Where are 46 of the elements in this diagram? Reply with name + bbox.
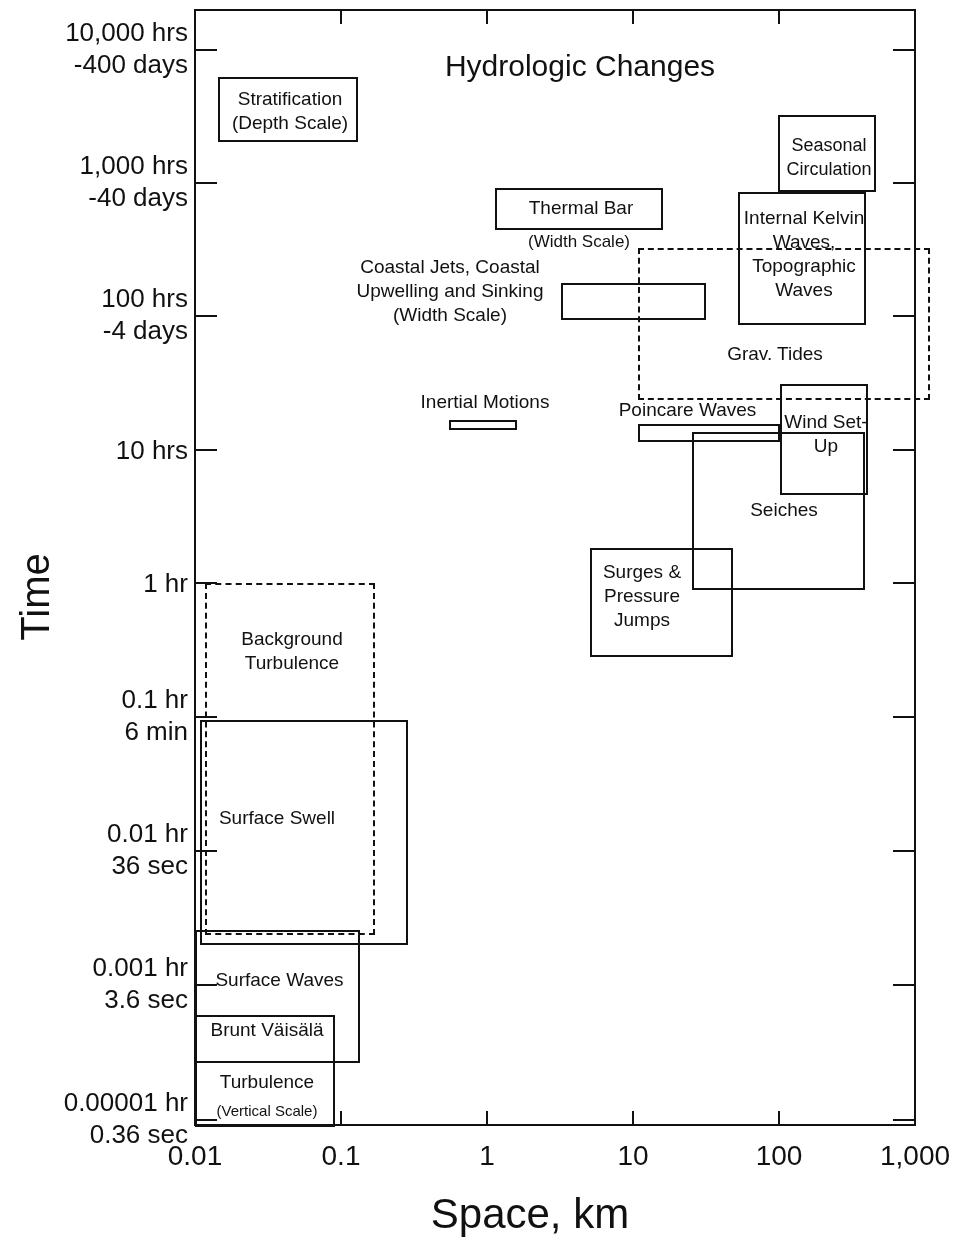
axis-tick-label: 100 hrs -4 days xyxy=(100,282,188,346)
box-label: Internal Kelvin Waves, Topographic Waves xyxy=(742,206,866,302)
scale-box xyxy=(590,548,733,657)
box-label: Surface Swell xyxy=(217,806,337,830)
box-caption: Coastal Jets, Coastal Upwelling and Sinking (Width Scale) xyxy=(355,255,545,327)
box-label: Grav. Tides xyxy=(726,342,824,366)
box-caption: Inertial Motions xyxy=(419,390,551,414)
axis-tick-label: 10 xyxy=(616,1140,650,1172)
box-caption: (Width Scale) xyxy=(527,231,631,253)
box-label: Background Turbulence xyxy=(240,627,344,675)
scale-box xyxy=(692,432,865,590)
box-label: Stratification (Depth Scale) xyxy=(230,87,350,135)
box-label: Surface Waves xyxy=(214,968,345,992)
axis-title: Time xyxy=(13,552,57,643)
axis-tick-label: 0.01 hr 36 sec xyxy=(106,817,188,881)
scale-box xyxy=(218,77,358,142)
axis-tick-label: 1 xyxy=(478,1140,496,1172)
box-label: Surges & Pressure Jumps xyxy=(601,560,683,632)
axis-tick-label: 1,000 xyxy=(878,1140,952,1172)
scale-box xyxy=(200,720,408,945)
scale-box xyxy=(738,192,866,325)
scale-box xyxy=(195,1015,335,1127)
axis-tick-label: 0.1 hr 6 min xyxy=(120,683,188,747)
scale-box xyxy=(780,384,868,495)
axis-title: Space, km xyxy=(429,1190,631,1238)
box-label: Seasonal Circulation xyxy=(785,134,873,181)
axis-tick-label: 10 hrs xyxy=(114,434,188,466)
scale-box xyxy=(195,930,360,1063)
box-label: Brunt Väisälä Turbulence xyxy=(209,1018,325,1094)
scale-box xyxy=(495,188,663,230)
axis-tick-label: 0.1 xyxy=(320,1140,362,1172)
axis-tick-label: 0.001 hr 3.6 sec xyxy=(91,951,188,1015)
axis-tick-label: 100 xyxy=(754,1140,804,1172)
dashed-scale-box xyxy=(205,583,375,935)
chart-title: Hydrologic Changes xyxy=(443,48,717,84)
axis-tick-label: 1,000 hrs -40 days xyxy=(78,149,188,213)
box-label: Seiches xyxy=(749,498,819,522)
scale-box xyxy=(638,424,780,442)
axis-tick-label: 10,000 hrs -400 days xyxy=(64,16,188,80)
box-caption: Poincare Waves xyxy=(617,398,758,422)
scale-box xyxy=(561,283,706,320)
box-label: (Vertical Scale) xyxy=(215,1101,319,1121)
box-label: Wind Set-Up xyxy=(783,410,869,458)
box-label: Thermal Bar xyxy=(527,196,635,220)
scale-box xyxy=(778,115,876,192)
scale-box xyxy=(449,420,517,430)
